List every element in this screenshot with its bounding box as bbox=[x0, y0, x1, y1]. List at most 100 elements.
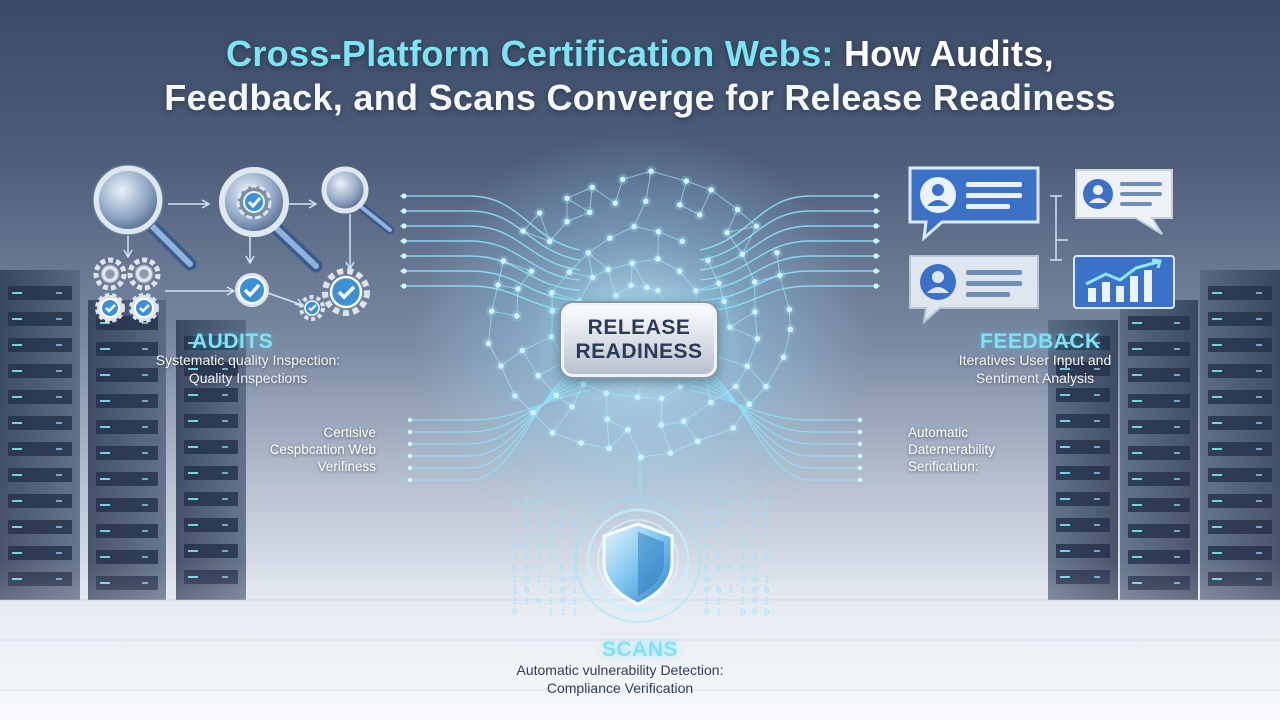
audits-title: AUDITS bbox=[192, 330, 274, 353]
svg-text:0: 0 bbox=[728, 564, 733, 574]
audits-desc-line2: Quality Inspections bbox=[188, 370, 308, 386]
svg-text:0: 0 bbox=[740, 575, 745, 585]
svg-text:0: 0 bbox=[524, 531, 529, 541]
svg-text:0: 0 bbox=[716, 553, 721, 563]
svg-text:1: 1 bbox=[740, 553, 745, 563]
svg-text:0: 0 bbox=[536, 531, 541, 541]
svg-text:0: 0 bbox=[752, 597, 757, 607]
svg-text:1: 1 bbox=[752, 531, 757, 541]
svg-text:1: 1 bbox=[728, 542, 733, 552]
svg-text:0: 0 bbox=[704, 564, 709, 574]
svg-text:1: 1 bbox=[560, 531, 565, 541]
svg-text:0: 0 bbox=[560, 575, 565, 585]
svg-text:1: 1 bbox=[560, 608, 565, 618]
audits-description: Systematic quality Inspection: Quality I… bbox=[128, 351, 368, 387]
svg-text:0: 0 bbox=[752, 553, 757, 563]
svg-text:1: 1 bbox=[740, 597, 745, 607]
badge-line2: READINESS bbox=[575, 340, 703, 363]
svg-text:0: 0 bbox=[512, 542, 517, 552]
title-highlight: Cross-Platform Certification Webs: bbox=[226, 33, 834, 74]
svg-text:1: 1 bbox=[572, 531, 577, 541]
svg-text:0: 0 bbox=[512, 498, 517, 508]
svg-text:1: 1 bbox=[524, 509, 529, 519]
svg-text:0: 0 bbox=[764, 531, 769, 541]
feedback-desc-line1: Iteratives User Input and bbox=[958, 352, 1112, 368]
svg-text:0: 0 bbox=[524, 564, 529, 574]
audits-desc-line1: Systematic quality Inspection: bbox=[155, 352, 341, 368]
magnifier-icon bbox=[92, 164, 197, 271]
svg-text:0: 0 bbox=[704, 608, 709, 618]
svg-text:0: 0 bbox=[560, 586, 565, 596]
svg-text:1: 1 bbox=[548, 575, 553, 585]
svg-text:0: 0 bbox=[716, 520, 721, 530]
svg-text:1: 1 bbox=[536, 553, 541, 563]
svg-text:1: 1 bbox=[524, 597, 529, 607]
svg-text:1: 1 bbox=[548, 608, 553, 618]
svg-text:0: 0 bbox=[524, 575, 529, 585]
svg-text:1: 1 bbox=[764, 597, 769, 607]
right-note-line2: Daternerability bbox=[908, 442, 996, 457]
svg-text:1: 1 bbox=[536, 575, 541, 585]
feedback-desc-line2: Sentiment Analysis bbox=[975, 370, 1095, 386]
svg-text:0: 0 bbox=[704, 575, 709, 585]
svg-text:0: 0 bbox=[704, 531, 709, 541]
left-note-line2: Cespbcation Web bbox=[269, 442, 376, 457]
svg-text:0: 0 bbox=[764, 498, 769, 508]
svg-text:1: 1 bbox=[512, 531, 517, 541]
svg-text:1: 1 bbox=[572, 597, 577, 607]
scans-title: SCANS bbox=[601, 638, 678, 661]
svg-text:1: 1 bbox=[536, 520, 541, 530]
svg-text:0: 0 bbox=[716, 564, 721, 574]
svg-text:1: 1 bbox=[728, 586, 733, 596]
svg-text:1: 1 bbox=[572, 564, 577, 574]
svg-text:0: 0 bbox=[524, 586, 529, 596]
svg-text:1: 1 bbox=[524, 498, 529, 508]
svg-text:1: 1 bbox=[764, 542, 769, 552]
scans-desc-line2: Compliance Verification bbox=[546, 680, 694, 696]
svg-text:1: 1 bbox=[512, 586, 517, 596]
right-note-line1: Automatic bbox=[908, 425, 969, 440]
svg-text:0: 0 bbox=[572, 575, 577, 585]
svg-text:0: 0 bbox=[536, 597, 541, 607]
svg-text:0: 0 bbox=[704, 520, 709, 530]
magnifier-icon bbox=[321, 166, 395, 235]
bar-chart-trend-icon bbox=[1073, 255, 1175, 309]
svg-text:0: 0 bbox=[572, 520, 577, 530]
svg-text:0: 0 bbox=[512, 564, 517, 574]
svg-text:1: 1 bbox=[572, 608, 577, 618]
note-connection-lines bbox=[410, 364, 860, 510]
svg-text:1: 1 bbox=[572, 553, 577, 563]
svg-text:1: 1 bbox=[704, 597, 709, 607]
svg-text:1: 1 bbox=[764, 575, 769, 585]
svg-text:0: 0 bbox=[764, 553, 769, 563]
svg-text:1: 1 bbox=[704, 509, 709, 519]
svg-text:0: 0 bbox=[728, 498, 733, 508]
svg-text:1: 1 bbox=[740, 498, 745, 508]
check-gear-icon bbox=[299, 268, 370, 321]
gears-icon bbox=[93, 257, 161, 323]
svg-text:0: 0 bbox=[548, 553, 553, 563]
server-racks-right bbox=[1048, 270, 1280, 600]
badge-line1: RELEASE bbox=[587, 316, 691, 339]
svg-text:1: 1 bbox=[572, 586, 577, 596]
svg-text:1: 1 bbox=[764, 509, 769, 519]
svg-text:0: 0 bbox=[752, 509, 757, 519]
feedback-connector bbox=[1050, 195, 1068, 261]
svg-text:1: 1 bbox=[512, 575, 517, 585]
svg-text:0: 0 bbox=[548, 520, 553, 530]
svg-text:0: 0 bbox=[524, 553, 529, 563]
svg-text:1: 1 bbox=[752, 542, 757, 552]
server-racks-left bbox=[0, 270, 246, 600]
svg-text:0: 0 bbox=[560, 597, 565, 607]
svg-text:1: 1 bbox=[548, 586, 553, 596]
svg-text:0: 0 bbox=[740, 542, 745, 552]
svg-text:1: 1 bbox=[752, 564, 757, 574]
release-readiness-badge: RELEASE READINESS bbox=[561, 303, 717, 377]
svg-text:1: 1 bbox=[524, 542, 529, 552]
svg-text:0: 0 bbox=[764, 586, 769, 596]
svg-text:1: 1 bbox=[536, 509, 541, 519]
svg-text:1: 1 bbox=[740, 586, 745, 596]
check-circle-icon bbox=[235, 273, 269, 307]
user-chat-bubble-icon bbox=[908, 166, 1040, 242]
